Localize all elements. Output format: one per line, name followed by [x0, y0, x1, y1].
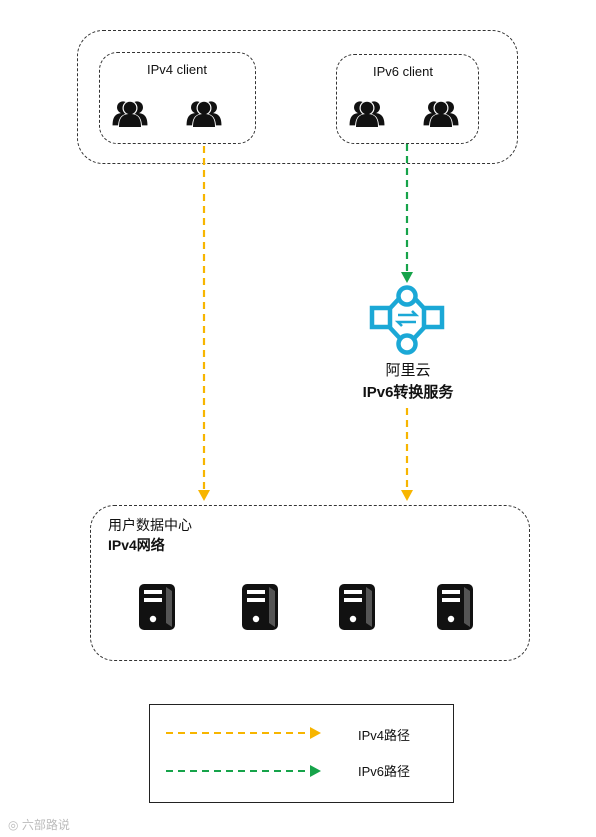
ipv6-user-icon-1 — [350, 101, 385, 129]
legend-ipv6-label: IPv6路径 — [358, 764, 411, 779]
ipv6-user-icon-2 — [424, 101, 459, 129]
service-name-line1: 阿里云 — [385, 362, 431, 379]
legend-box — [149, 704, 454, 803]
watermark-logo-icon: ◎ — [8, 818, 19, 832]
datacenter-title: 用户数据中心 IPv4网络 — [108, 515, 192, 555]
translation-service-icon — [369, 285, 445, 355]
server-icon-2 — [242, 584, 278, 630]
ipv4-path-arrow — [198, 146, 210, 501]
ipv4-client-group — [99, 52, 256, 144]
service-name-line2: IPv6转换服务 — [362, 384, 454, 401]
service-label: 阿里云 IPv6转换服务 — [330, 360, 486, 404]
server-icon-4 — [437, 584, 473, 630]
legend-ipv6-line — [166, 765, 321, 777]
ipv4-user-icon-2 — [187, 101, 222, 129]
ipv6-client-group — [336, 54, 479, 144]
service-to-datacenter-arrow — [401, 408, 413, 501]
legend-ipv4-line — [166, 727, 321, 739]
datacenter-title-line2: IPv4网络 — [108, 537, 165, 553]
ipv6-path-arrow — [401, 144, 413, 283]
watermark: ◎ 六部路说 — [8, 816, 70, 833]
ipv6-client-label: IPv6 client — [373, 64, 433, 79]
clients-container — [77, 30, 518, 164]
datacenter-title-line1: 用户数据中心 — [108, 517, 192, 533]
server-icon-1 — [139, 584, 175, 630]
server-icon-3 — [339, 584, 375, 630]
ipv4-user-icon-1 — [113, 101, 148, 129]
ipv4-client-label: IPv4 client — [147, 62, 207, 77]
legend-ipv4-label: IPv4路径 — [358, 728, 411, 743]
watermark-text: 六部路说 — [21, 818, 70, 832]
datacenter-container — [90, 505, 530, 661]
